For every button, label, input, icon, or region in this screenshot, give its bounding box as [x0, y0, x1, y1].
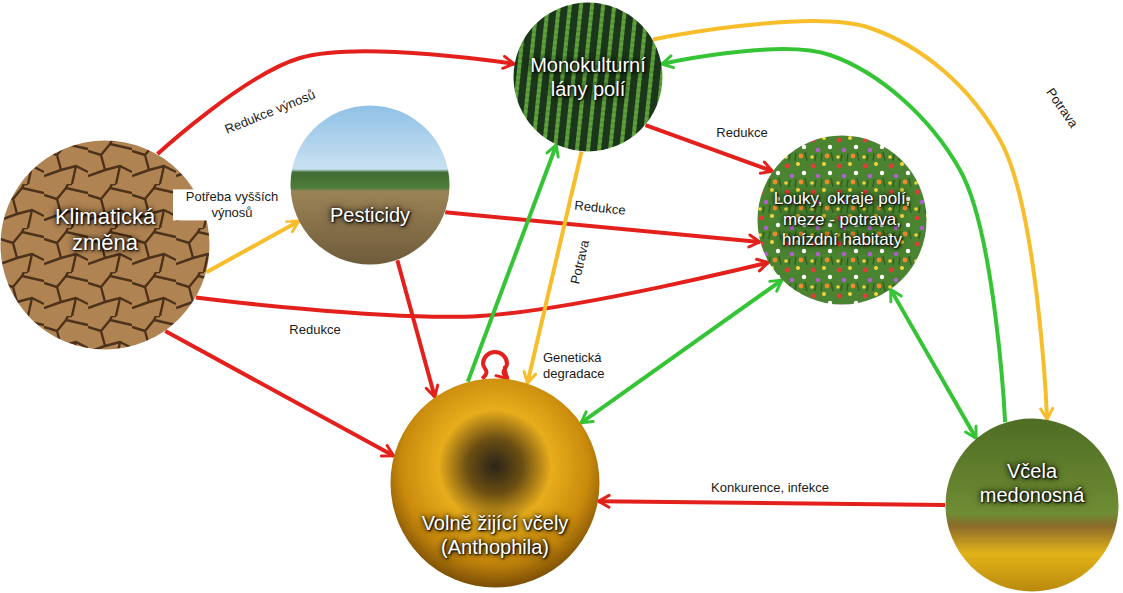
photo-circle-node: Pesticidy — [290, 105, 450, 265]
photo-circle-node: Volně žijící včely (Anthophila) — [390, 378, 600, 588]
edge-label: Konkurence, infekce — [708, 480, 832, 496]
photo-circle — [291, 106, 450, 265]
connector-group — [158, 21, 1048, 505]
arrow-connector — [206, 221, 298, 272]
edge-label: Redukce — [571, 197, 630, 218]
edge-label: Redukce — [286, 322, 343, 338]
edge-label: Potrava — [567, 235, 594, 288]
arrow-connector — [662, 49, 1005, 422]
photo-circle-node: Louky, okraje polí, meze - potrava, hníz… — [757, 135, 927, 305]
arrow-connector — [653, 21, 1047, 419]
photo-circle — [946, 419, 1119, 592]
arrow-connector — [165, 331, 393, 456]
photo-circle-node: Včela medonosná — [945, 418, 1119, 592]
circle-outline — [290, 105, 450, 265]
edge-label: Genetická degradace — [540, 350, 620, 381]
photo-circle — [758, 136, 927, 305]
arrow-connector — [196, 263, 768, 317]
arrow-connector — [468, 145, 556, 382]
arrow-connector — [645, 125, 772, 171]
edge-label: Redukce výnosů — [220, 86, 321, 139]
arrow-connector — [445, 212, 760, 242]
photo-circle-node: Monokulturní lány polí — [513, 2, 663, 152]
node-label: Klimatická změna — [40, 204, 170, 257]
edge-label: Redukce — [713, 125, 770, 141]
edge-label: Potřeba vyšších výnosů — [173, 189, 291, 220]
arrow-connector — [397, 260, 434, 397]
node-label: Pesticidy — [305, 203, 435, 227]
arrow-connector — [598, 501, 945, 505]
node-label: Včela medonosná — [977, 459, 1087, 507]
edge-label: Potrava — [1041, 83, 1083, 134]
circle-outline — [513, 2, 663, 152]
photo-circle — [1, 141, 210, 350]
photo-circle — [514, 3, 663, 152]
node-label: Monokulturní lány polí — [518, 53, 658, 101]
photo-circle — [391, 379, 600, 588]
node-label: Volně žijící včely (Anthophila) — [400, 511, 590, 559]
arrow-connector — [482, 352, 508, 379]
photo-circle-node: Klimatická změna — [0, 140, 210, 350]
node-label: Louky, okraje polí, meze - potrava, hníz… — [771, 189, 913, 250]
arrow-connector — [891, 290, 976, 439]
